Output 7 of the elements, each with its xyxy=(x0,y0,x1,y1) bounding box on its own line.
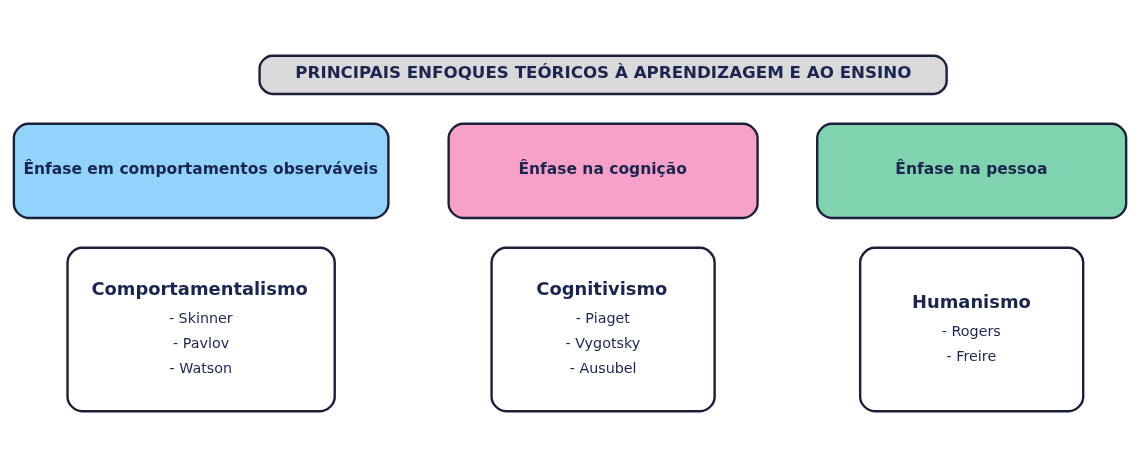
node-box: Ênfase na cognição xyxy=(447,122,759,219)
node-box: Cognitivismo - Piaget - Vygotsky - Ausubel xyxy=(490,246,716,412)
node-box: Humanismo - Rogers - Freire xyxy=(858,246,1085,412)
node-box: Ênfase em comportamentos observáveis xyxy=(12,122,390,219)
node-box: PRINCIPAIS ENFOQUES TEÓRICOS À APRENDIZAGEM E AO ENSINO xyxy=(258,54,948,95)
node-box: Ênfase na pessoa xyxy=(816,122,1128,219)
node-box: Comportamentalismo - Skinner - Pavlov - Watson xyxy=(66,246,336,412)
